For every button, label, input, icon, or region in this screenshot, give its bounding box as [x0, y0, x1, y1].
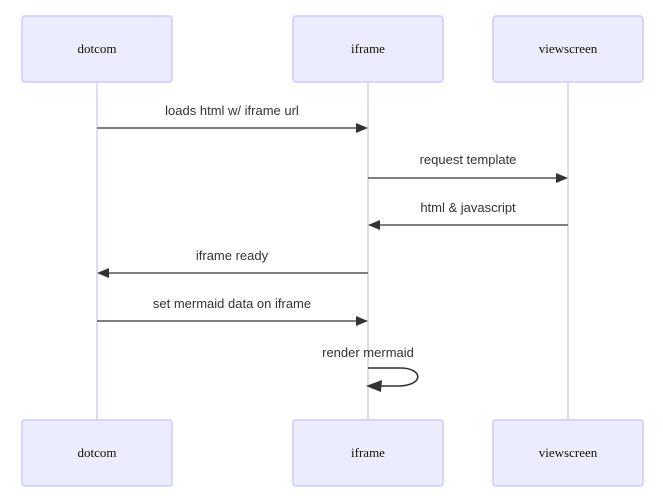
message-3[interactable]: html & javascript: [368, 200, 568, 230]
actor-top-iframe[interactable]: iframe: [292, 15, 444, 83]
actor-top-dotcom[interactable]: dotcom: [21, 15, 173, 83]
actor-box-top-viewscreen[interactable]: [492, 15, 644, 83]
actor-top-viewscreen[interactable]: viewscreen: [492, 15, 644, 83]
actor-label-bottom-dotcom: dotcom: [78, 445, 117, 460]
message-arrowhead-3: [368, 220, 380, 230]
lifelines-group: [96, 82, 569, 420]
actor-bottom-dotcom[interactable]: dotcom: [21, 419, 173, 487]
message-loop-path-6: [368, 367, 419, 387]
message-arrowhead-6: [366, 380, 382, 392]
message-label-loads-html: loads html w/ iframe url: [165, 103, 299, 118]
actor-label-top-dotcom: dotcom: [78, 41, 117, 56]
actor-label-top-iframe: iframe: [351, 41, 385, 56]
message-2[interactable]: request template: [368, 152, 568, 183]
actor-box-bottom-iframe[interactable]: [292, 419, 444, 487]
actor-label-bottom-iframe: iframe: [351, 445, 385, 460]
message-arrowhead-5: [356, 316, 368, 326]
message-label-iframe-ready: iframe ready: [196, 248, 269, 263]
message-label-set-mermaid-data: set mermaid data on iframe: [153, 296, 311, 311]
actor-box-top-dotcom[interactable]: [21, 15, 173, 83]
actor-label-bottom-viewscreen: viewscreen: [539, 445, 598, 460]
actor-box-bottom-dotcom[interactable]: [21, 419, 173, 487]
actor-bottom-viewscreen[interactable]: viewscreen: [492, 419, 644, 487]
message-label-request-template: request template: [420, 152, 517, 167]
message-label-render-mermaid: render mermaid: [322, 345, 414, 360]
message-arrowhead-2: [556, 173, 568, 183]
message-6-self-loop[interactable]: render mermaid: [322, 345, 419, 392]
actor-box-bottom-viewscreen[interactable]: [492, 419, 644, 487]
message-label-html-javascript: html & javascript: [420, 200, 516, 215]
message-arrowhead-1: [356, 123, 368, 133]
message-arrowhead-4: [97, 268, 109, 278]
message-1[interactable]: loads html w/ iframe url: [97, 103, 368, 133]
actor-bottom-iframe[interactable]: iframe: [292, 419, 444, 487]
actor-box-top-iframe[interactable]: [292, 15, 444, 83]
message-5[interactable]: set mermaid data on iframe: [97, 296, 368, 326]
message-4[interactable]: iframe ready: [97, 248, 368, 278]
actor-label-top-viewscreen: viewscreen: [539, 41, 598, 56]
